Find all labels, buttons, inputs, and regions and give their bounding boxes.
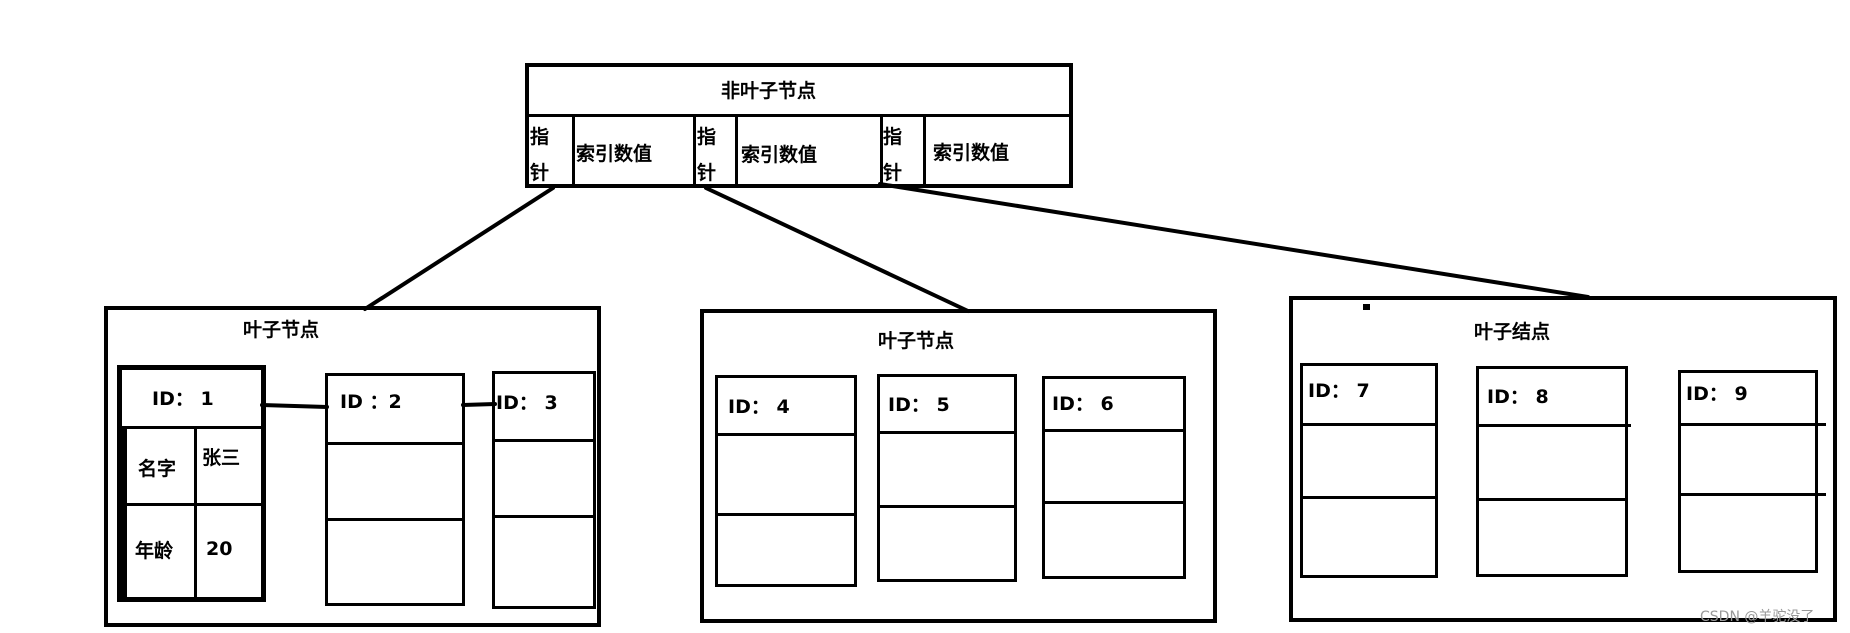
leaf-1-field-age-value: 20 bbox=[206, 538, 233, 560]
pointer-line-1 bbox=[363, 186, 555, 311]
pointer-label-1: 指 bbox=[530, 126, 550, 148]
pointer-label-3b: 针 bbox=[883, 162, 903, 184]
leaf-2-record-3-id: ID： 6 bbox=[1052, 393, 1114, 415]
leaf-node-2-title: 叶子节点 bbox=[878, 330, 955, 352]
leaf-1-record-3-id: ID： 3 bbox=[496, 392, 558, 414]
index-value-3: 索引数值 bbox=[933, 142, 1010, 164]
pointer-line-2 bbox=[704, 186, 970, 313]
leaf-node-3-title: 叶子结点 bbox=[1474, 321, 1551, 343]
leaf-1-field-name-label: 名字 bbox=[138, 458, 177, 480]
leaf-3-record-1 bbox=[1300, 363, 1438, 578]
leaf-2-record-2-id: ID： 5 bbox=[888, 394, 950, 416]
leaf-2-record-1-id: ID： 4 bbox=[728, 396, 790, 418]
non-leaf-node bbox=[525, 63, 1073, 188]
leaf-1-record-2 bbox=[325, 373, 465, 606]
leaf-3-record-2-id: ID： 8 bbox=[1487, 386, 1549, 408]
leaf-3-record-1-id: ID： 7 bbox=[1308, 380, 1370, 402]
index-value-1: 索引数值 bbox=[576, 143, 653, 165]
leaf-node-3 bbox=[1289, 296, 1837, 622]
leaf-1-record-1 bbox=[117, 365, 266, 602]
leaf-1-field-age-label: 年龄 bbox=[135, 540, 174, 562]
leaf-1-record-3 bbox=[492, 371, 596, 609]
pointer-label-2b: 针 bbox=[697, 162, 717, 184]
leaf-3-record-2 bbox=[1476, 366, 1631, 577]
pointer-label-2: 指 bbox=[697, 126, 717, 148]
leaf-2-record-3 bbox=[1042, 376, 1186, 579]
pointer-label-1b: 针 bbox=[530, 162, 550, 184]
pointer-label-3: 指 bbox=[883, 126, 903, 148]
leaf-1-record-1-id: ID： 1 bbox=[152, 388, 214, 410]
leaf-2-record-2 bbox=[877, 374, 1017, 582]
pointer-line-3 bbox=[878, 182, 1590, 299]
leaf-1-field-name-value: 张三 bbox=[202, 447, 241, 469]
leaf-1-record-2-id: ID ：2 bbox=[340, 391, 402, 413]
leaf-node-1 bbox=[104, 306, 601, 627]
leaf-3-record-3 bbox=[1678, 370, 1826, 573]
non-leaf-node-title: 非叶子节点 bbox=[721, 80, 817, 102]
leaf-node-1-title: 叶子节点 bbox=[243, 319, 320, 341]
leaf-2-record-1 bbox=[715, 375, 857, 587]
leaf-node-2 bbox=[700, 309, 1217, 623]
leaf-3-record-3-id: ID： 9 bbox=[1686, 383, 1748, 405]
watermark: CSDN @羊驼没了 bbox=[1700, 609, 1815, 625]
index-value-2: 索引数值 bbox=[741, 144, 818, 166]
